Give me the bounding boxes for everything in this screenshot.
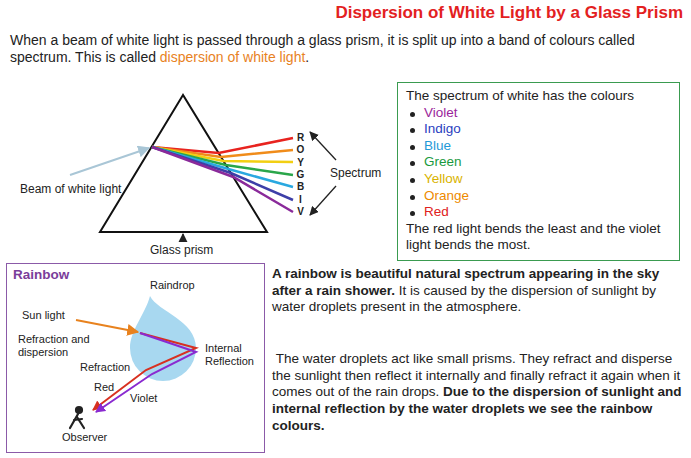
glass-prism [100, 95, 267, 232]
page-title: Dispersion of White Light by a Glass Pri… [200, 3, 683, 23]
box-note: The red light bends the least and the vi… [406, 221, 671, 254]
full-stop: . [305, 49, 309, 65]
colour-item: Green [406, 154, 671, 171]
colour-item: Indigo [406, 121, 671, 138]
spectrum-letter: R [295, 132, 306, 144]
spectrum-letter: V [295, 206, 306, 218]
refraction-label: Refraction [80, 361, 130, 374]
rainbow-paragraph: A rainbow is beautiful natural spectrum … [272, 266, 685, 316]
spectrum-box: The spectrum of white has the coloursVio… [397, 82, 680, 261]
observer-label: Observer [62, 431, 107, 444]
spectrum-letter: B [295, 181, 306, 193]
sunlight-label: Sun light [22, 309, 65, 322]
white-beam [70, 148, 149, 175]
internal-reflection-label: Internal Reflection [205, 342, 263, 368]
violet-label: Violet [130, 392, 157, 405]
colour-item: Yellow [406, 171, 671, 188]
colour-item: Violet [406, 105, 671, 122]
spectrum-pointer [310, 132, 336, 160]
spectrum-label: Spectrum [330, 166, 381, 180]
raindrop-label: Raindrop [150, 279, 195, 292]
refraction-dispersion-label: Refraction and dispersion [18, 333, 108, 359]
spectrum-letter: Y [295, 157, 306, 169]
rainbow-paragraph: The water droplets act like small prisms… [272, 351, 685, 435]
prism-pointer [182, 234, 183, 242]
beam-label: Beam of white light [20, 182, 121, 196]
red-label: Red [94, 381, 114, 394]
box-heading: The spectrum of white has the colours [406, 88, 671, 105]
spectrum-letter: I [295, 194, 306, 206]
prism-label: Glass prism [150, 243, 213, 257]
observer-head [76, 407, 82, 413]
intro-text: When a beam of white light is passed thr… [10, 32, 635, 65]
sunlight-ray [76, 320, 138, 332]
colour-item: Blue [406, 138, 671, 155]
intro-paragraph: When a beam of white light is passed thr… [10, 32, 685, 66]
observer-arm [74, 419, 82, 420]
spectrum-pointer [310, 186, 336, 215]
spectrum-letter: G [295, 169, 306, 181]
box-heading: Rainbow [7, 264, 75, 285]
colour-item: Orange [406, 188, 671, 205]
colour-item: Red [406, 204, 671, 221]
observer-figure [70, 407, 84, 428]
violet-ray [152, 147, 293, 212]
spectrum-letter: O [295, 144, 306, 156]
key-term: dispersion of white light [160, 49, 306, 65]
